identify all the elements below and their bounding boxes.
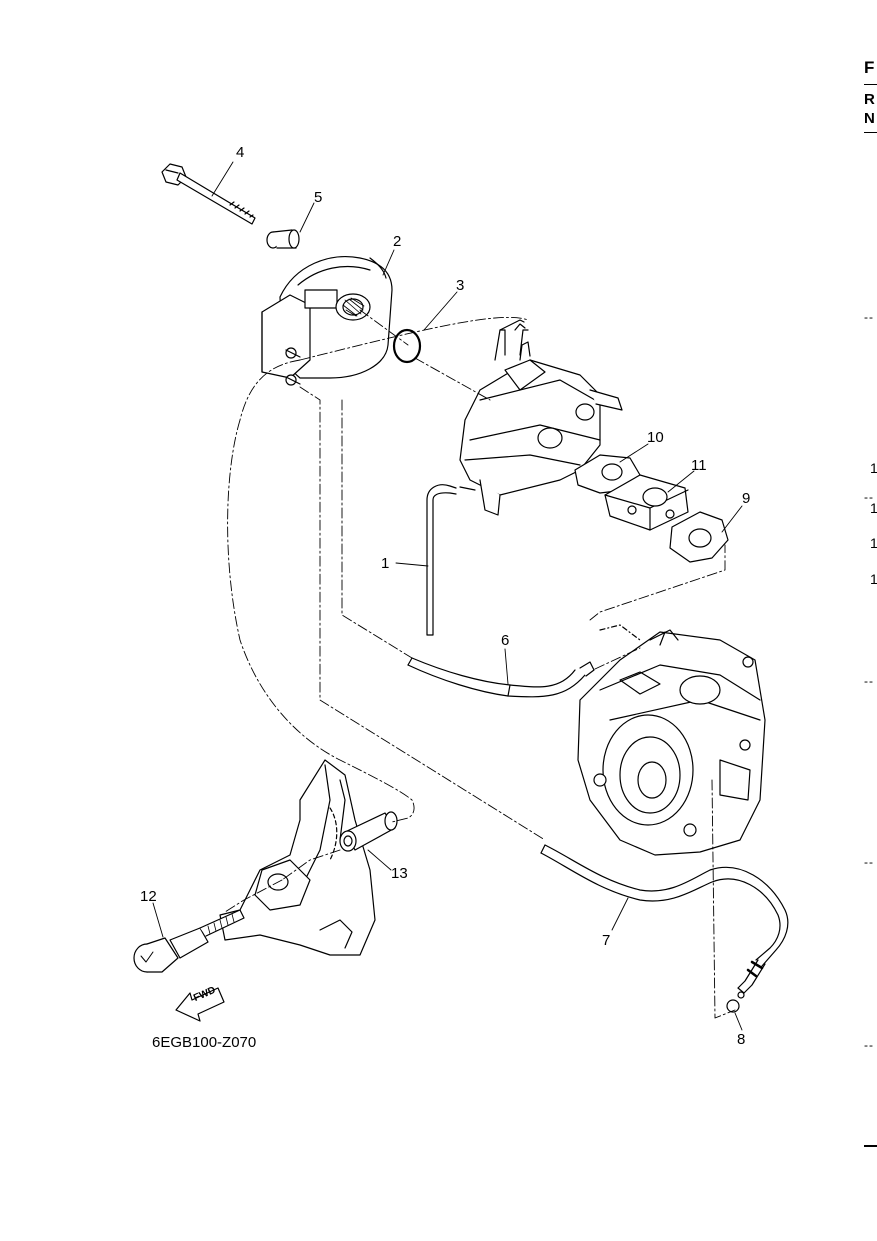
callout-9: 9 xyxy=(742,490,751,507)
callout-12: 12 xyxy=(140,888,157,905)
hose-6 xyxy=(407,657,595,698)
silencer xyxy=(261,256,393,386)
callout-2: 2 xyxy=(393,233,402,250)
clip xyxy=(726,991,745,1013)
edge-dash: -- xyxy=(864,855,874,869)
fuel-hose xyxy=(426,484,457,636)
edge-row-number: 1 xyxy=(870,500,877,516)
edge-row-number: 1 xyxy=(870,460,877,476)
spacer xyxy=(604,474,689,531)
edge-rule xyxy=(864,84,877,85)
drawing-code: 6EGB100-Z070 xyxy=(152,1034,257,1051)
callout-1: 1 xyxy=(381,555,390,572)
callout-10: 10 xyxy=(647,429,664,446)
fwd-arrow xyxy=(175,987,225,1022)
edge-header-letter-r: R xyxy=(864,91,875,108)
hose-7 xyxy=(540,844,789,994)
collar xyxy=(266,229,300,249)
edge-header-letter-n: N xyxy=(864,110,875,127)
choke-knob xyxy=(133,909,245,973)
carburetor xyxy=(459,319,623,516)
edge-header-letter-f: F xyxy=(864,58,875,77)
bolt xyxy=(161,163,256,225)
callout-5: 5 xyxy=(314,189,323,206)
callout-4: 4 xyxy=(236,144,245,161)
callout-13: 13 xyxy=(391,865,408,882)
edge-rule xyxy=(864,1145,877,1147)
callout-11: 11 xyxy=(691,457,707,474)
edge-dash: -- xyxy=(864,674,874,688)
callout-8: 8 xyxy=(737,1031,746,1048)
callout-7: 7 xyxy=(602,932,611,949)
edge-row-number: 1 xyxy=(870,571,877,587)
bracket xyxy=(219,759,376,956)
edge-dash: -- xyxy=(864,490,874,504)
engine-block xyxy=(577,624,766,856)
edge-dash: -- xyxy=(864,310,874,324)
o-ring xyxy=(392,328,422,364)
callout-6: 6 xyxy=(501,632,510,649)
edge-rule xyxy=(864,132,877,133)
grommet xyxy=(339,811,398,852)
callout-3: 3 xyxy=(456,277,465,294)
edge-dash: -- xyxy=(864,1038,874,1052)
edge-row-number: 1 xyxy=(870,535,877,551)
